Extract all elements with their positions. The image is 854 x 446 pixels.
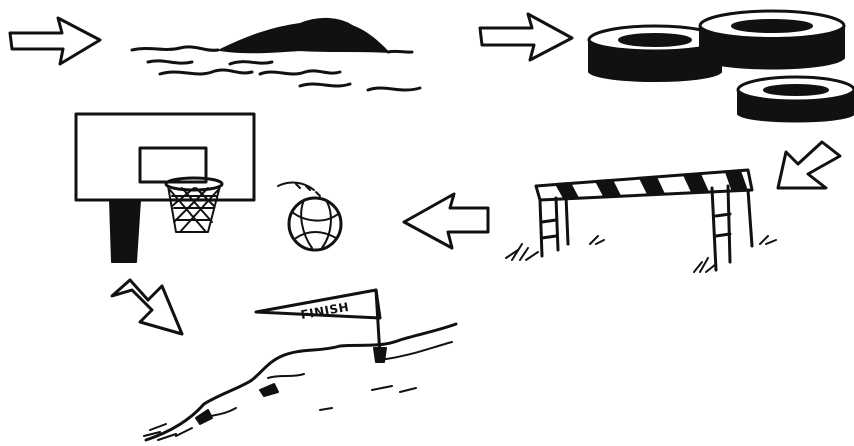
arrow-down-right-icon: [112, 280, 182, 334]
basketball-icon: [278, 183, 341, 250]
basketball-hoop-icon: [76, 114, 254, 262]
finish-flag-icon: FINISH: [256, 290, 386, 362]
hurdle-icon: [506, 170, 776, 272]
arrow-right-icon: [480, 14, 572, 60]
tires-icon: [589, 11, 854, 122]
water-icon: [132, 19, 420, 90]
arrow-left-icon: [404, 194, 488, 248]
hill-icon: [144, 324, 456, 440]
arrow-right-icon: [10, 18, 100, 64]
arrow-down-left-icon: [778, 142, 840, 188]
